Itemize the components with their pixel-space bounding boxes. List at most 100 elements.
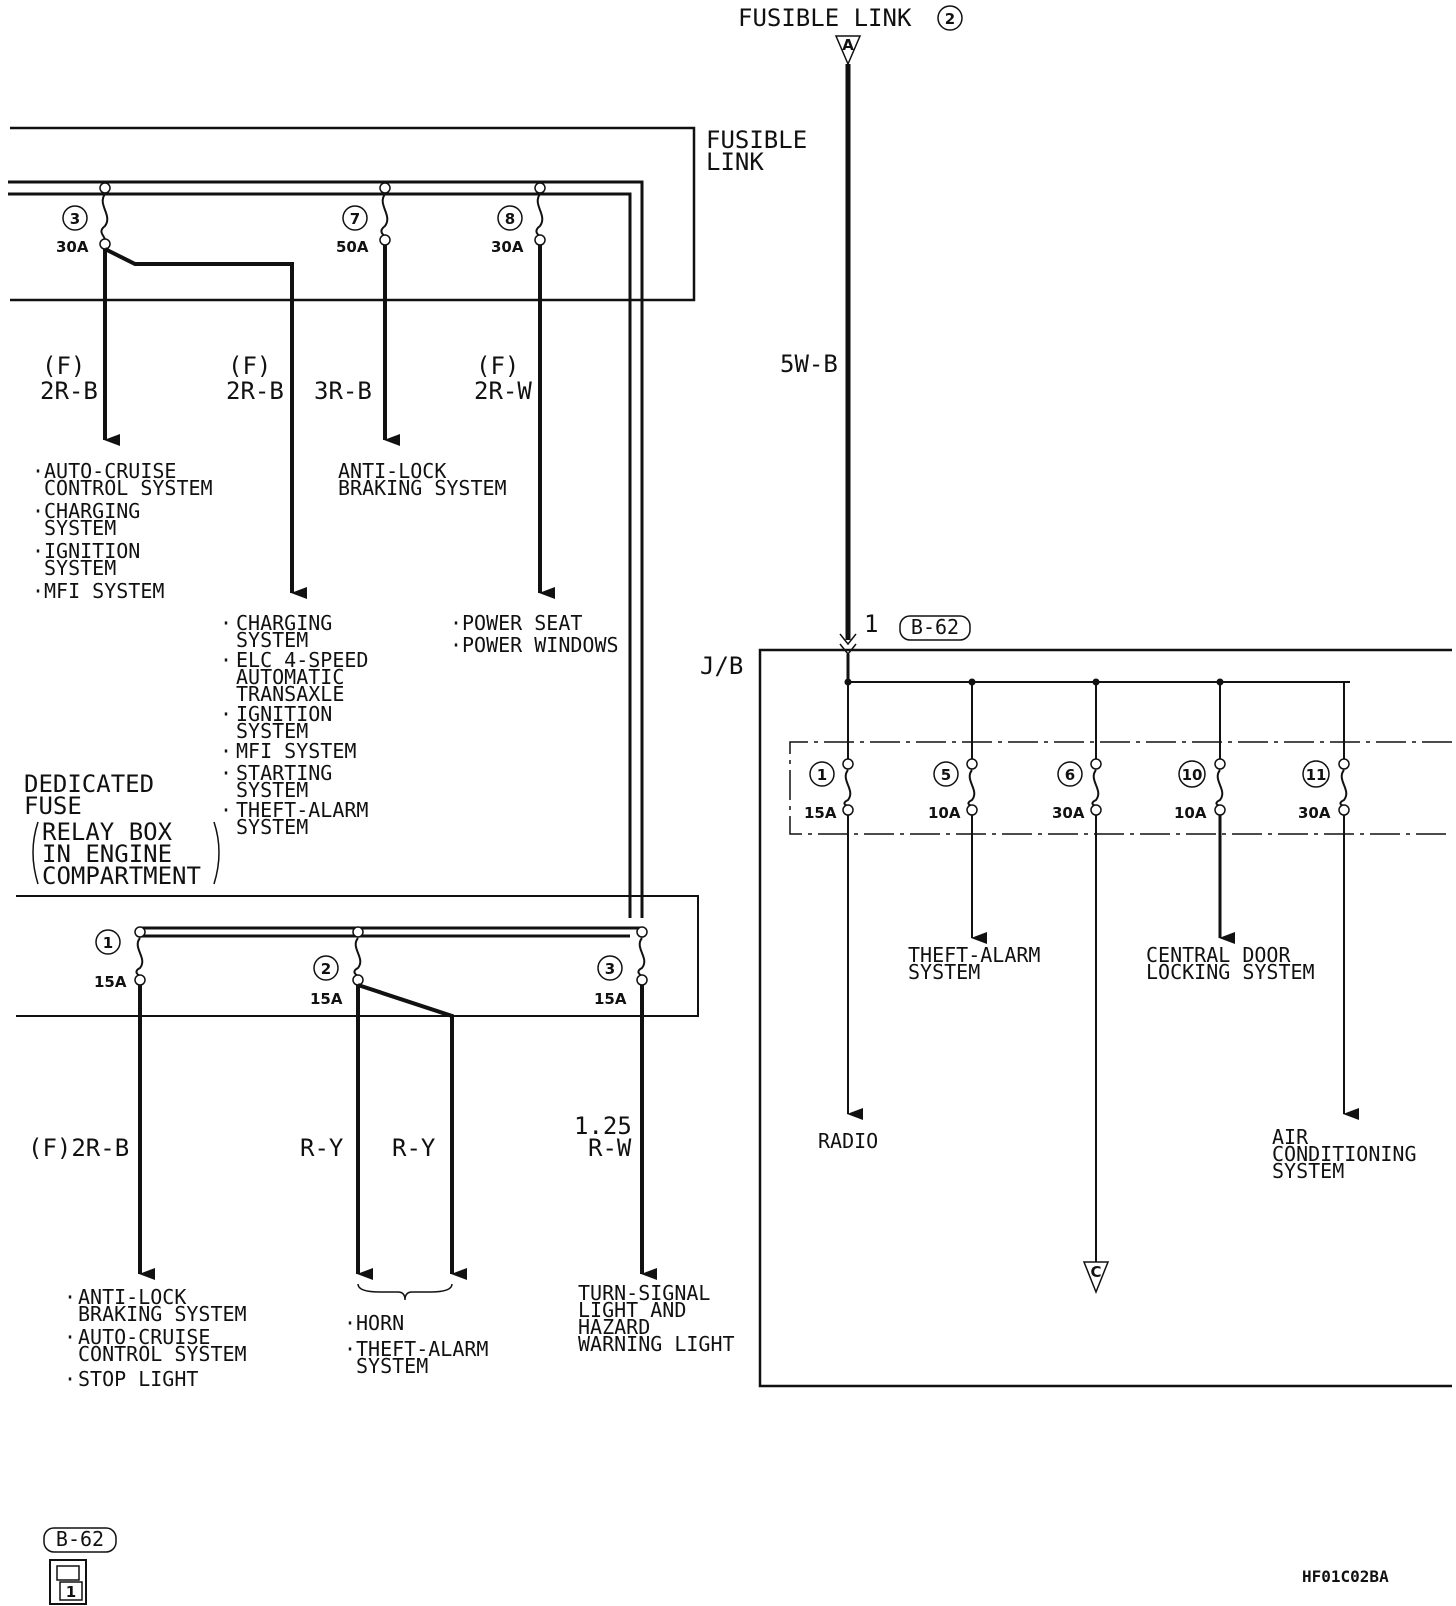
svg-text:MFI SYSTEM: MFI SYSTEM (44, 579, 164, 603)
fusible-link-title-2: LINK (706, 148, 764, 176)
svg-text:6: 6 (1065, 766, 1075, 784)
svg-text:SYSTEM: SYSTEM (44, 556, 116, 580)
df-wire-3-label: R-Y (392, 1134, 436, 1162)
svg-text:AUTOMATIC: AUTOMATIC (236, 665, 344, 689)
svg-text:ANTI-LOCK: ANTI-LOCK (338, 459, 446, 483)
svg-text:IGNITION: IGNITION (44, 539, 140, 563)
svg-text:5: 5 (941, 766, 951, 784)
jb-fuse-10: 10 10A (1174, 682, 1226, 822)
svg-text:15A: 15A (310, 990, 343, 1008)
fl-wire-3-code: 3R-B (314, 377, 372, 405)
jb-fuse-5: 5 10A (928, 682, 978, 822)
horn-brace (357, 1283, 453, 1301)
svg-text:HAZARD: HAZARD (578, 1315, 650, 1339)
svg-text:CENTRAL DOOR: CENTRAL DOOR (1146, 943, 1291, 967)
fl-wire-1-code: 2R-B (40, 377, 98, 405)
svg-text:CONDITIONING: CONDITIONING (1272, 1142, 1417, 1166)
figure-id: HF01C02BA (1302, 1567, 1389, 1586)
jb-fuse-6: 6 30A (1052, 682, 1102, 822)
dedicated-fuse-title-2: FUSE (24, 792, 82, 820)
fl-dest-3: ANTI-LOCK BRAKING SYSTEM (338, 459, 507, 500)
svg-text:RELAY BOX: RELAY BOX (42, 818, 173, 846)
dedicated-fuse-title-1: DEDICATED (24, 770, 154, 798)
fl-wire-2 (104, 247, 307, 599)
connector-legend: B-62 1 (43, 1527, 117, 1605)
svg-text:CHARGING: CHARGING (236, 611, 332, 635)
svg-text:COMPARTMENT: COMPARTMENT (42, 862, 201, 890)
svg-text:1: 1 (66, 1583, 76, 1601)
svg-text:SYSTEM: SYSTEM (908, 960, 980, 984)
main-wire-code: 5W-B (780, 350, 838, 378)
svg-text:·: · (344, 1337, 356, 1361)
svg-text:·: · (32, 539, 44, 563)
svg-text:ELC 4-SPEED: ELC 4-SPEED (236, 648, 368, 672)
svg-text:·: · (220, 611, 232, 635)
jb-dest-theft: THEFT-ALARM SYSTEM (908, 943, 1040, 984)
dedicated-fuse-3: 3 15A (594, 926, 648, 1008)
dedicated-fuse-2: 2 15A (310, 926, 364, 1008)
jb-fuse-1: 1 15A (804, 682, 854, 822)
svg-text:15A: 15A (594, 990, 627, 1008)
svg-text:·: · (220, 702, 232, 726)
svg-text:1: 1 (864, 610, 878, 638)
fusible-link-title-1: FUSIBLE (706, 126, 807, 154)
fl-wire-4-code: 2R-W (474, 377, 532, 405)
fl-wire-2-tag: (F) (228, 352, 271, 380)
svg-text:SYSTEM: SYSTEM (44, 516, 116, 540)
fl-dest-2: · CHARGING SYSTEM · ELC 4-SPEED AUTOMATI… (220, 611, 368, 839)
df-wire-3 (357, 983, 467, 1280)
svg-text:AUTO-CRUISE: AUTO-CRUISE (78, 1325, 210, 1349)
df-wire-4-label-2: R-W (588, 1134, 632, 1162)
junction-block-label: J/B (700, 652, 743, 680)
df-wire-2-label: R-Y (300, 1134, 344, 1162)
fl-wire-2-code: 2R-B (226, 377, 284, 405)
svg-text:3: 3 (605, 960, 615, 978)
svg-text:1: 1 (103, 934, 113, 952)
svg-text:·: · (220, 761, 232, 785)
svg-text:AUTO-CRUISE: AUTO-CRUISE (44, 459, 176, 483)
jb-fuse-block-outline (789, 741, 1452, 835)
svg-text:POWER SEAT: POWER SEAT (462, 611, 582, 635)
fl-dest-1: · AUTO-CRUISE CONTROL SYSTEM · CHARGING … (32, 459, 213, 603)
svg-text:POWER WINDOWS: POWER WINDOWS (462, 633, 619, 657)
svg-text:SYSTEM: SYSTEM (1272, 1159, 1344, 1183)
svg-text:B-62: B-62 (56, 1527, 104, 1551)
svg-text:·: · (450, 611, 462, 635)
fusible-link-7: 7 50A (336, 182, 391, 256)
fl-bus-inner (8, 192, 632, 918)
svg-text:THEFT-ALARM: THEFT-ALARM (356, 1337, 488, 1361)
fl-dest-4: · POWER SEAT · POWER WINDOWS (450, 611, 619, 657)
svg-text:CONTROL SYSTEM: CONTROL SYSTEM (78, 1342, 247, 1366)
svg-text:30A: 30A (1298, 804, 1331, 822)
svg-text:50A: 50A (336, 238, 369, 256)
svg-text:·: · (64, 1325, 76, 1349)
svg-text:STOP LIGHT: STOP LIGHT (78, 1367, 198, 1391)
svg-text:WARNING LIGHT: WARNING LIGHT (578, 1332, 735, 1356)
svg-text:1: 1 (817, 766, 827, 784)
svg-text:CHARGING: CHARGING (44, 499, 140, 523)
svg-text:SYSTEM: SYSTEM (236, 815, 308, 839)
svg-text:LOCKING SYSTEM: LOCKING SYSTEM (1146, 960, 1315, 984)
svg-text:8: 8 (505, 210, 515, 228)
df-dest-3: TURN-SIGNAL LIGHT AND HAZARD WARNING LIG… (578, 1281, 735, 1356)
svg-text:·: · (220, 739, 232, 763)
df-dest-2: · HORN · THEFT-ALARM SYSTEM (344, 1311, 488, 1378)
connector-c-marker: C (1082, 1261, 1110, 1295)
svg-text:·: · (220, 798, 232, 822)
fusible-link-box (10, 126, 696, 302)
svg-text:B-62: B-62 (911, 615, 959, 639)
fl-wire-4-tag: (F) (476, 352, 519, 380)
jb-dest-radio: RADIO (818, 1129, 878, 1153)
fusible-link-8: 8 30A (491, 182, 546, 256)
jb-dest-door: CENTRAL DOOR LOCKING SYSTEM (1146, 943, 1315, 984)
svg-text:·: · (450, 633, 462, 657)
dedicated-fuse-1: 1 15A (94, 926, 146, 991)
svg-text:AIR: AIR (1272, 1125, 1309, 1149)
svg-text:2: 2 (321, 960, 331, 978)
svg-text:7: 7 (350, 210, 360, 228)
fusible-link-3: 3 30A (56, 182, 111, 256)
svg-text:30A: 30A (56, 238, 89, 256)
svg-text:30A: 30A (491, 238, 524, 256)
df-dest-1: · ANTI-LOCK BRAKING SYSTEM · AUTO-CRUISE… (64, 1285, 247, 1391)
